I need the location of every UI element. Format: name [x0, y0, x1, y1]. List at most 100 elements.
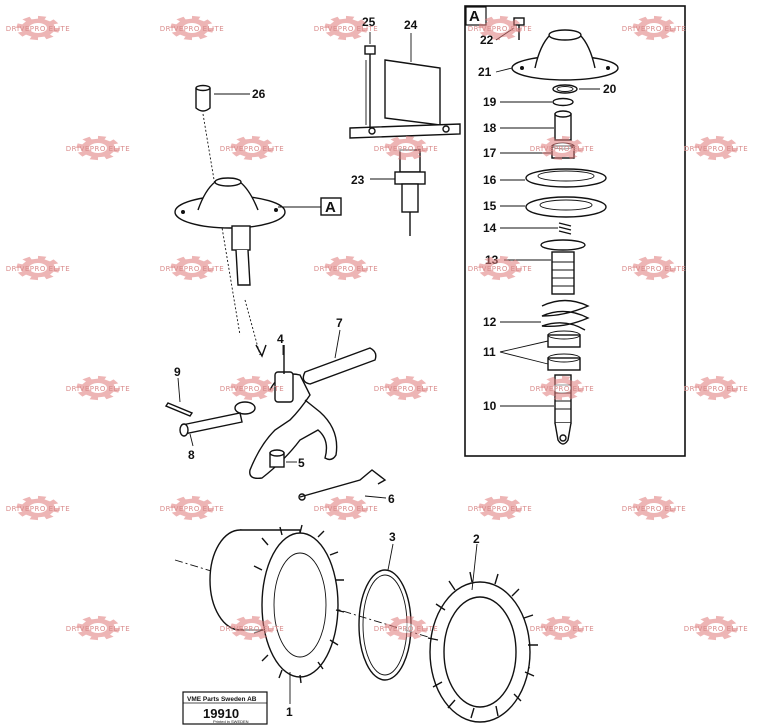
label-part-11: 11 — [483, 345, 496, 359]
label-part-22: 22 — [480, 33, 494, 47]
label-part-19: 19 — [483, 95, 497, 109]
part-19-washer — [552, 97, 574, 107]
part-4-shift-fork — [234, 345, 338, 480]
watermark-gear-icon — [170, 15, 214, 41]
watermark-text: DRIVEPRO ELITE — [220, 145, 284, 153]
watermark-gear-icon — [384, 615, 428, 641]
part-20-o-ring — [552, 84, 578, 94]
watermark-text: DRIVEPRO ELITE — [622, 265, 686, 273]
watermark-gear-icon — [694, 135, 738, 161]
watermark-text: DRIVEPRO ELITE — [220, 385, 284, 393]
lever-boot-flange — [174, 177, 286, 286]
part-6-spring-clip — [298, 469, 387, 501]
part-14-spring-small — [558, 222, 572, 235]
watermark-gear-icon — [384, 135, 428, 161]
watermark-gear-icon — [324, 15, 368, 41]
watermark-text: DRIVEPRO ELITE — [374, 145, 438, 153]
part-15-seal — [525, 196, 607, 218]
label-part-17: 17 — [483, 146, 497, 160]
watermark-text: DRIVEPRO ELITE — [468, 265, 532, 273]
watermark-text: DRIVEPRO ELITE — [220, 625, 284, 633]
part-8-clevis-pin — [179, 412, 243, 437]
label-part-21: 21 — [478, 65, 492, 79]
watermark-text: DRIVEPRO ELITE — [684, 625, 748, 633]
watermark-text: DRIVEPRO ELITE — [530, 145, 594, 153]
watermark-text: DRIVEPRO ELITE — [530, 625, 594, 633]
watermark-gear-icon — [324, 255, 368, 281]
detail-a-callout-letter: A — [325, 199, 336, 216]
watermark-text: DRIVEPRO ELITE — [374, 385, 438, 393]
watermark-layer: DRIVEPRO ELITE DRIVEPRO ELITE DRIVEPRO ELI… — [6, 15, 748, 641]
watermark-text: DRIVEPRO ELITE — [622, 25, 686, 33]
part-13-stud-bolt — [540, 239, 586, 295]
watermark-text: DRIVEPRO ELITE — [160, 25, 224, 33]
label-part-2: 2 — [473, 532, 480, 546]
watermark-gear-icon — [16, 255, 60, 281]
part-18-bushing — [554, 110, 572, 141]
label-part-8: 8 — [188, 448, 195, 462]
parts-stamp: VME Parts Sweden AB 19910 Printed in SWE… — [182, 691, 268, 725]
part-25-bolt — [364, 45, 376, 130]
stamp-number: 19910 — [203, 706, 239, 721]
watermark-gear-icon — [230, 375, 274, 401]
watermark-text: DRIVEPRO ELITE — [468, 25, 532, 33]
label-part-16: 16 — [483, 173, 497, 187]
label-part-1: 1 — [286, 705, 293, 719]
watermark-gear-icon — [170, 255, 214, 281]
label-part-7: 7 — [336, 316, 343, 330]
label-part-18: 18 — [483, 121, 497, 135]
watermark-text: DRIVEPRO ELITE — [314, 265, 378, 273]
part-5-bushing — [269, 449, 285, 468]
watermark-gear-icon — [632, 495, 676, 521]
watermark-gear-icon — [694, 375, 738, 401]
watermark-text: DRIVEPRO ELITE — [66, 385, 130, 393]
watermark-gear-icon — [540, 375, 584, 401]
watermark-text: DRIVEPRO ELITE — [66, 625, 130, 633]
label-part-14: 14 — [483, 221, 497, 235]
part-9-cotter-pin — [164, 402, 194, 417]
watermark-text: DRIVEPRO ELITE — [6, 25, 70, 33]
watermark-text: DRIVEPRO ELITE — [314, 505, 378, 513]
label-part-26: 26 — [252, 87, 266, 101]
part-24-bracket — [349, 59, 461, 139]
part-12-spring — [541, 299, 590, 331]
label-part-25: 25 — [362, 15, 376, 29]
label-part-4: 4 — [277, 332, 284, 346]
watermark-text: DRIVEPRO ELITE — [160, 505, 224, 513]
watermark-gear-icon — [76, 375, 120, 401]
watermark-gear-icon — [76, 135, 120, 161]
watermark-text: DRIVEPRO ELITE — [66, 145, 130, 153]
watermark-gear-icon — [540, 615, 584, 641]
watermark-gear-icon — [478, 15, 522, 41]
watermark-text: DRIVEPRO ELITE — [374, 625, 438, 633]
detail-a-tag — [465, 6, 487, 26]
label-part-5: 5 — [298, 456, 305, 470]
watermark-text: DRIVEPRO ELITE — [314, 25, 378, 33]
label-part-23: 23 — [351, 173, 365, 187]
part-16-cup — [525, 168, 607, 188]
detail-a-tag-letter: A — [469, 8, 480, 25]
watermark-gear-icon — [384, 375, 428, 401]
watermark-text: DRIVEPRO ELITE — [530, 385, 594, 393]
part-7-pin — [302, 347, 377, 385]
watermark-gear-icon — [230, 615, 274, 641]
watermark-text: DRIVEPRO ELITE — [684, 385, 748, 393]
watermark-text: DRIVEPRO ELITE — [6, 505, 70, 513]
label-part-10: 10 — [483, 399, 497, 413]
part-23-switch — [394, 149, 426, 236]
watermark-gear-icon — [632, 255, 676, 281]
label-part-20: 20 — [603, 82, 617, 96]
label-part-9: 9 — [174, 365, 181, 379]
label-part-24: 24 — [404, 18, 418, 32]
watermark-gear-icon — [324, 495, 368, 521]
detail-a-frame — [464, 5, 686, 457]
watermark-gear-icon — [632, 15, 676, 41]
part-11-nuts — [547, 330, 581, 371]
watermark-text: DRIVEPRO ELITE — [160, 265, 224, 273]
watermark-text: DRIVEPRO ELITE — [684, 145, 748, 153]
watermark-gear-icon — [694, 615, 738, 641]
watermark-text: DRIVEPRO ELITE — [6, 265, 70, 273]
stamp-company: VME Parts Sweden AB — [187, 696, 257, 703]
label-part-3: 3 — [389, 530, 396, 544]
